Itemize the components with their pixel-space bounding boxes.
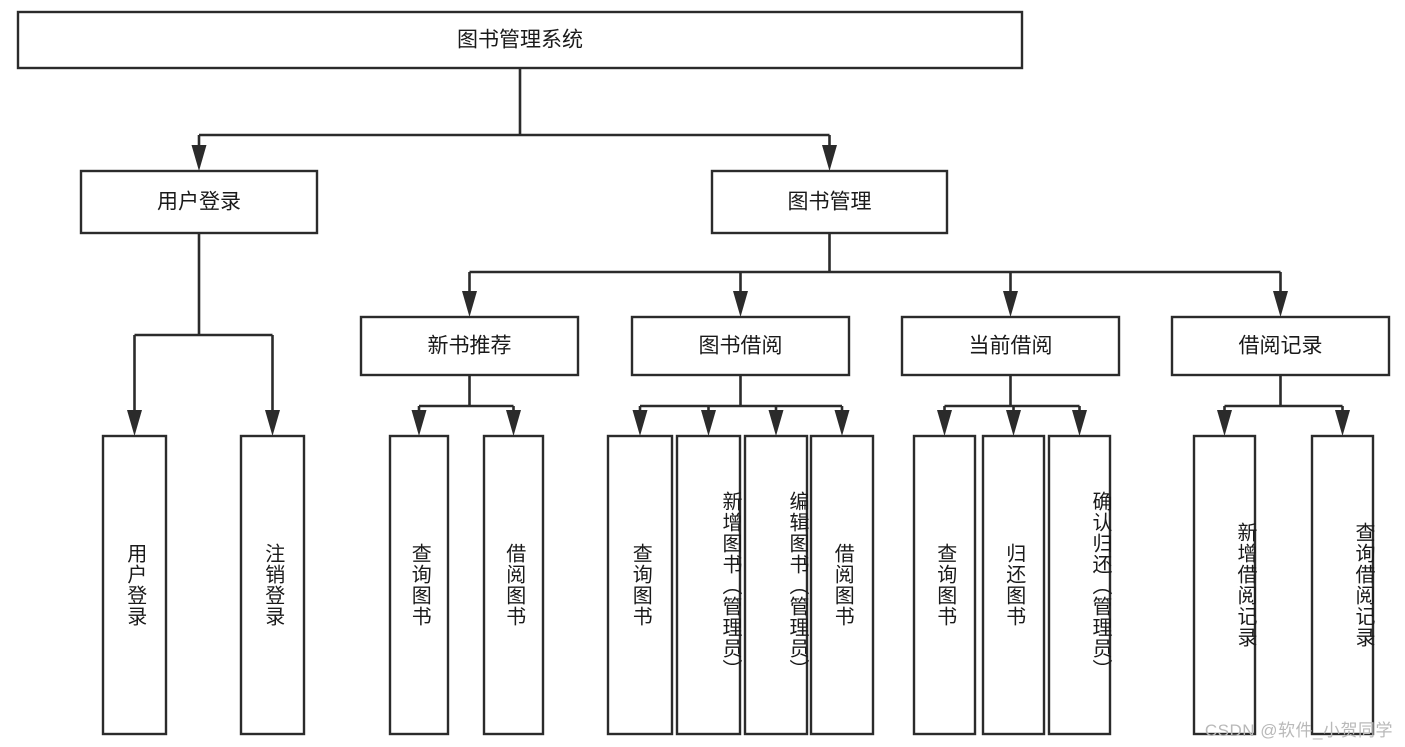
node-label-user-login: 用户登录 — [157, 191, 241, 214]
node-box-leaf-edit-book[interactable] — [743, 434, 809, 736]
arrow-head-icon — [265, 410, 280, 436]
connectors-layer — [127, 68, 1350, 436]
arrow-head-icon — [191, 145, 207, 171]
node-box-leaf-query-book-1[interactable] — [388, 434, 450, 736]
arrow-head-icon — [1003, 291, 1018, 317]
node-box-leaf-add-record[interactable] — [1192, 434, 1257, 736]
node-box-leaf-logout[interactable] — [239, 434, 306, 736]
node-box-borrow-record[interactable] — [1170, 315, 1391, 377]
arrow-head-icon — [462, 291, 477, 317]
node-box-book-management[interactable] — [710, 169, 949, 235]
arrow-head-icon — [1006, 410, 1021, 436]
node-box-leaf-query-book-2[interactable] — [606, 434, 674, 736]
node-box-leaf-user-login[interactable] — [101, 434, 168, 736]
arrow-head-icon — [768, 410, 784, 436]
node-box-book-borrow[interactable] — [630, 315, 851, 377]
node-box-new-book-recommend[interactable] — [359, 315, 580, 377]
node-label-book-management: 图书管理 — [788, 191, 872, 214]
csdn-watermark: CSDN @软件_小贺同学 — [1204, 721, 1393, 740]
node-label-current-borrow: 当前借阅 — [969, 335, 1053, 358]
arrow-head-icon — [506, 410, 521, 436]
node-label-new-book-recommend: 新书推荐 — [428, 335, 512, 358]
node-box-leaf-add-book[interactable] — [675, 434, 742, 736]
node-label-book-borrow: 图书借阅 — [699, 335, 783, 358]
arrow-head-icon — [1273, 291, 1288, 317]
node-box-leaf-return-book[interactable] — [981, 434, 1046, 736]
node-box-user-login[interactable] — [79, 169, 319, 235]
node-label-root: 图书管理系统 — [457, 29, 583, 52]
node-label-borrow-record: 借阅记录 — [1239, 335, 1323, 358]
arrow-head-icon — [733, 291, 748, 317]
arrow-head-icon — [411, 410, 427, 436]
arrow-head-icon — [701, 410, 716, 436]
arrow-head-icon — [937, 410, 952, 436]
arrow-head-icon — [1072, 410, 1087, 436]
arrow-head-icon — [1217, 410, 1232, 436]
boxes-layer — [16, 10, 1391, 736]
arrow-head-icon — [822, 145, 837, 171]
node-box-leaf-confirm-return[interactable] — [1047, 434, 1112, 736]
node-box-leaf-query-book-3[interactable] — [912, 434, 977, 736]
node-box-leaf-borrow-book-1[interactable] — [482, 434, 545, 736]
arrow-head-icon — [834, 410, 850, 436]
node-box-root[interactable] — [16, 10, 1024, 70]
arrow-head-icon — [632, 410, 648, 436]
node-box-leaf-borrow-book-2[interactable] — [809, 434, 875, 736]
node-box-current-borrow[interactable] — [900, 315, 1121, 377]
node-box-leaf-query-record[interactable] — [1310, 434, 1375, 736]
arrow-head-icon — [1335, 410, 1350, 436]
arrow-head-icon — [127, 410, 142, 436]
